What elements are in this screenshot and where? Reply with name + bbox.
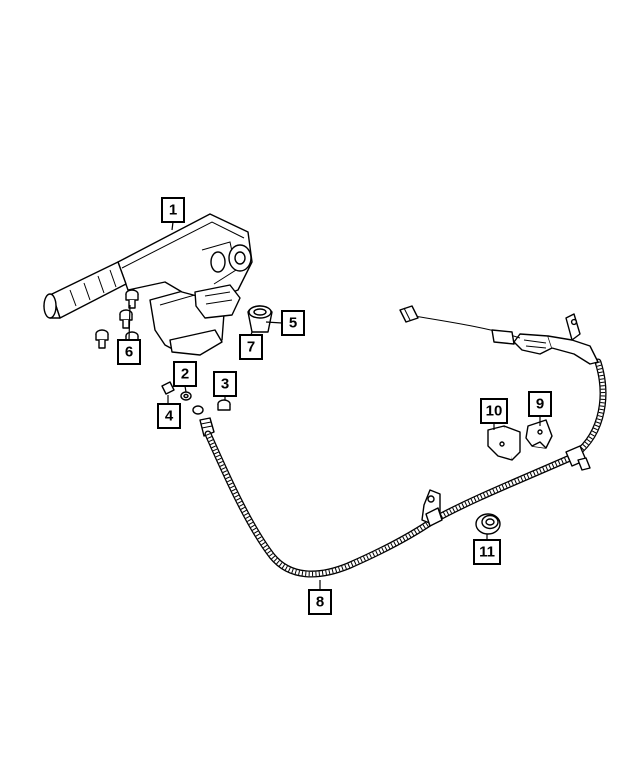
callout-label: 2: [181, 366, 189, 383]
callout-6: 6: [117, 339, 141, 365]
cable-clip: [565, 445, 591, 471]
parking-brake-lever[interactable]: [43, 213, 253, 356]
mounting-bolts[interactable]: [95, 289, 139, 349]
callout-label: 9: [536, 396, 544, 413]
bolt-icon: [125, 289, 139, 309]
callout-label: 1: [169, 202, 177, 219]
grommet[interactable]: [475, 513, 501, 535]
bracket-right[interactable]: [525, 419, 553, 449]
pin[interactable]: [217, 399, 231, 411]
callout-label: 5: [289, 315, 297, 332]
parking-brake-cable[interactable]: [192, 305, 607, 578]
callout-label: 4: [165, 408, 174, 425]
bracket-left[interactable]: [487, 425, 521, 461]
callout-9: 9: [528, 391, 552, 417]
callout-4: 4: [157, 403, 181, 429]
cable-end-connector: [399, 305, 419, 323]
cable-end-fitting: [192, 405, 215, 437]
callout-2: 2: [173, 361, 197, 387]
bolt-icon: [119, 309, 133, 329]
callout-8: 8: [308, 589, 332, 615]
callout-5: 5: [281, 310, 305, 336]
callout-label: 11: [479, 544, 495, 561]
cable-bracket: [421, 489, 443, 527]
leader-line: [171, 221, 174, 231]
washer[interactable]: [180, 391, 192, 401]
callout-label: 6: [125, 344, 133, 361]
callout-label: 7: [247, 339, 255, 356]
callout-7: 7: [239, 334, 263, 360]
leader-line: [128, 304, 131, 341]
callout-10: 10: [480, 398, 508, 424]
callout-11: 11: [473, 539, 501, 565]
callout-1: 1: [161, 197, 185, 223]
callout-3: 3: [213, 371, 237, 397]
boot-cap[interactable]: [247, 305, 273, 333]
callout-label: 3: [221, 376, 229, 393]
leader-line: [265, 321, 283, 324]
clip[interactable]: [161, 381, 175, 395]
callout-label: 10: [486, 403, 503, 420]
callout-label: 8: [316, 594, 324, 611]
bolt-icon: [95, 329, 109, 349]
cable-junction: [513, 313, 599, 365]
